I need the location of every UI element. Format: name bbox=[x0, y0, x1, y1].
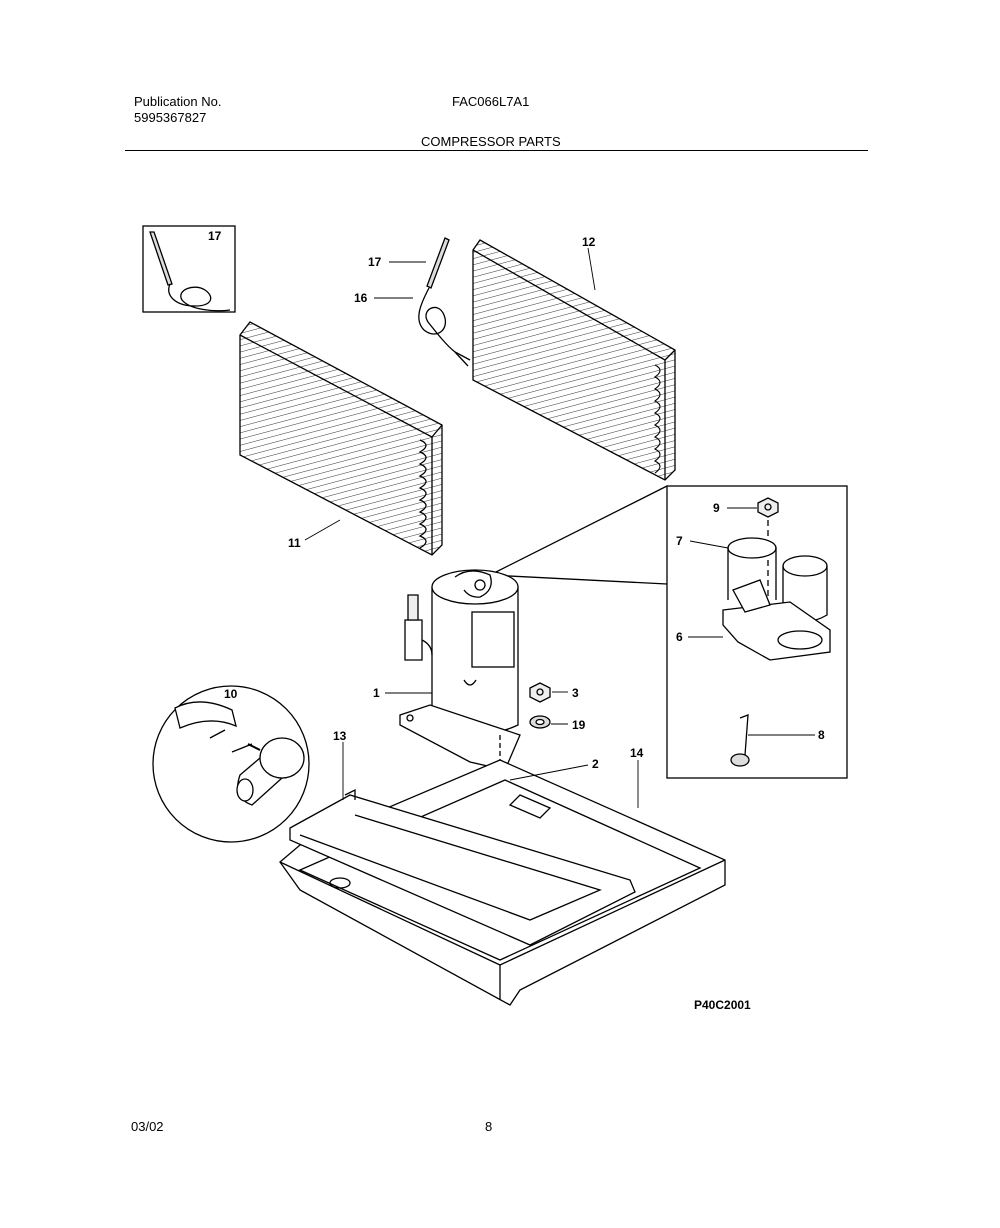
condenser-coil bbox=[472, 239, 676, 481]
callout-6: 6 bbox=[676, 630, 683, 644]
compressor bbox=[399, 569, 521, 771]
callout-9: 9 bbox=[713, 501, 720, 515]
callout-2: 2 bbox=[592, 757, 599, 771]
sensor-inset bbox=[142, 225, 236, 313]
section-title: COMPRESSOR PARTS bbox=[421, 134, 561, 149]
diagram-code: P40C2001 bbox=[694, 998, 751, 1012]
callout-labels: 17 17 16 12 11 9 7 6 8 1 3 19 10 13 14 2… bbox=[208, 229, 825, 1012]
evaporator-coil bbox=[239, 321, 443, 556]
clamp-detail-circle bbox=[152, 685, 310, 843]
page-number: 8 bbox=[485, 1119, 493, 1134]
header-rule bbox=[125, 150, 868, 151]
callout-19: 19 bbox=[572, 718, 586, 732]
drain-tray bbox=[289, 788, 636, 946]
mounting-nut-and-grommet bbox=[529, 682, 551, 729]
publication-number: 5995367827 bbox=[134, 110, 207, 125]
callout-12: 12 bbox=[582, 235, 596, 249]
footer-date: 03/02 bbox=[131, 1119, 164, 1134]
callout-16: 16 bbox=[354, 291, 368, 305]
callout-3: 3 bbox=[572, 686, 579, 700]
capillary-tube bbox=[418, 237, 471, 367]
model-number: FAC066L7A1 bbox=[452, 94, 530, 109]
callout-8: 8 bbox=[818, 728, 825, 742]
publication-label: Publication No. bbox=[134, 94, 222, 109]
capacitor-detail-box bbox=[489, 485, 848, 779]
callout-10: 10 bbox=[224, 687, 238, 701]
callout-13: 13 bbox=[333, 729, 347, 743]
callout-17-inset: 17 bbox=[208, 229, 222, 243]
callout-11: 11 bbox=[288, 536, 301, 550]
callout-1: 1 bbox=[373, 686, 380, 700]
callout-17: 17 bbox=[368, 255, 382, 269]
callout-14: 14 bbox=[630, 746, 644, 760]
callout-7: 7 bbox=[676, 534, 683, 548]
leader-lines bbox=[304, 247, 815, 808]
